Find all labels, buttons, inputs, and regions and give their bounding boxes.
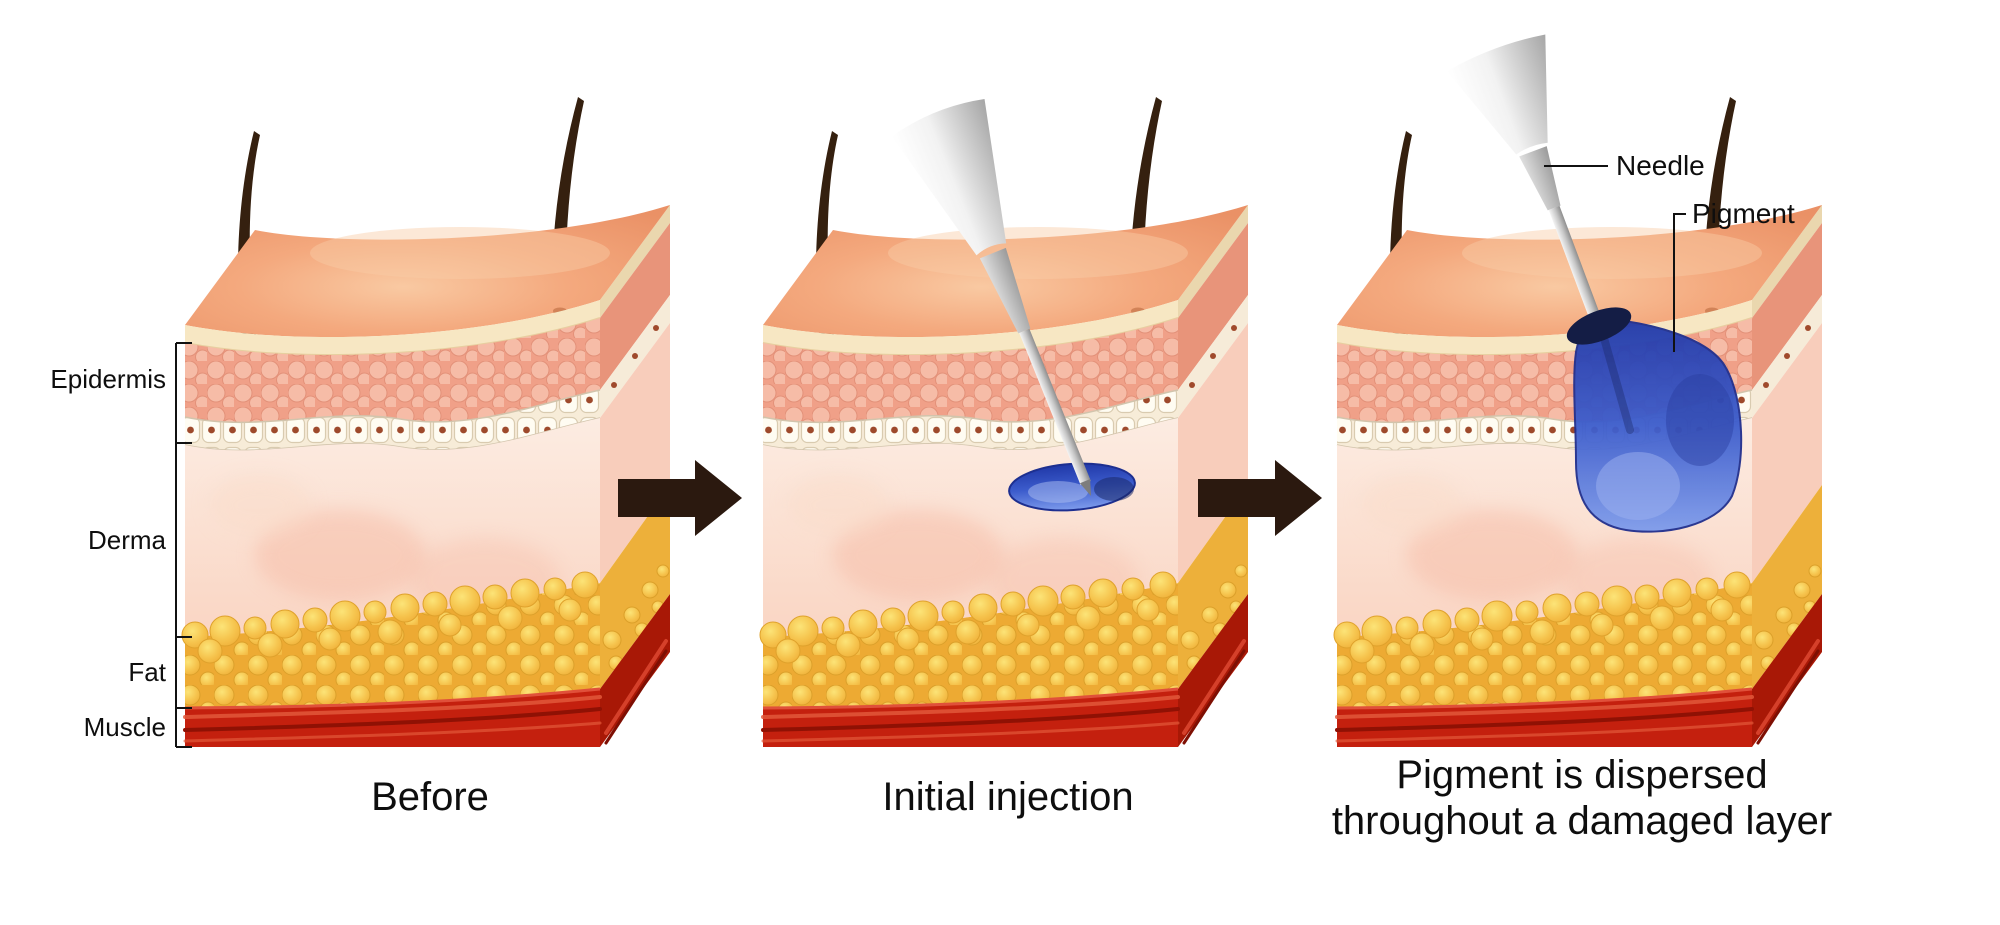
step-arrow-2: [1198, 460, 1322, 536]
caption-dispersed-line2: throughout a damaged layer: [1332, 799, 1832, 843]
layer-label-muscle: Muscle: [84, 712, 166, 742]
step-arrow-1: [618, 460, 742, 536]
caption-before: Before: [371, 775, 489, 819]
pigment-mass-dispersed: [1573, 316, 1743, 533]
skin-block-before: [182, 97, 670, 747]
layer-label-derma: Derma: [88, 525, 167, 555]
skin-block-initial-injection: [760, 97, 1248, 747]
caption-initial-injection: Initial injection: [882, 775, 1133, 819]
layer-bracket: [175, 342, 192, 748]
caption-dispersed-line1: Pigment is dispersed: [1396, 753, 1767, 797]
needle-label: Needle: [1616, 150, 1705, 181]
layer-label-epidermis: Epidermis: [50, 364, 166, 394]
pigment-blob-initial: [1008, 462, 1136, 512]
pigment-leader-line: [1673, 213, 1686, 352]
layer-label-fat: Fat: [128, 657, 166, 687]
pigment-entry-point: [1566, 307, 1632, 345]
pigment-label: Pigment: [1692, 198, 1795, 229]
